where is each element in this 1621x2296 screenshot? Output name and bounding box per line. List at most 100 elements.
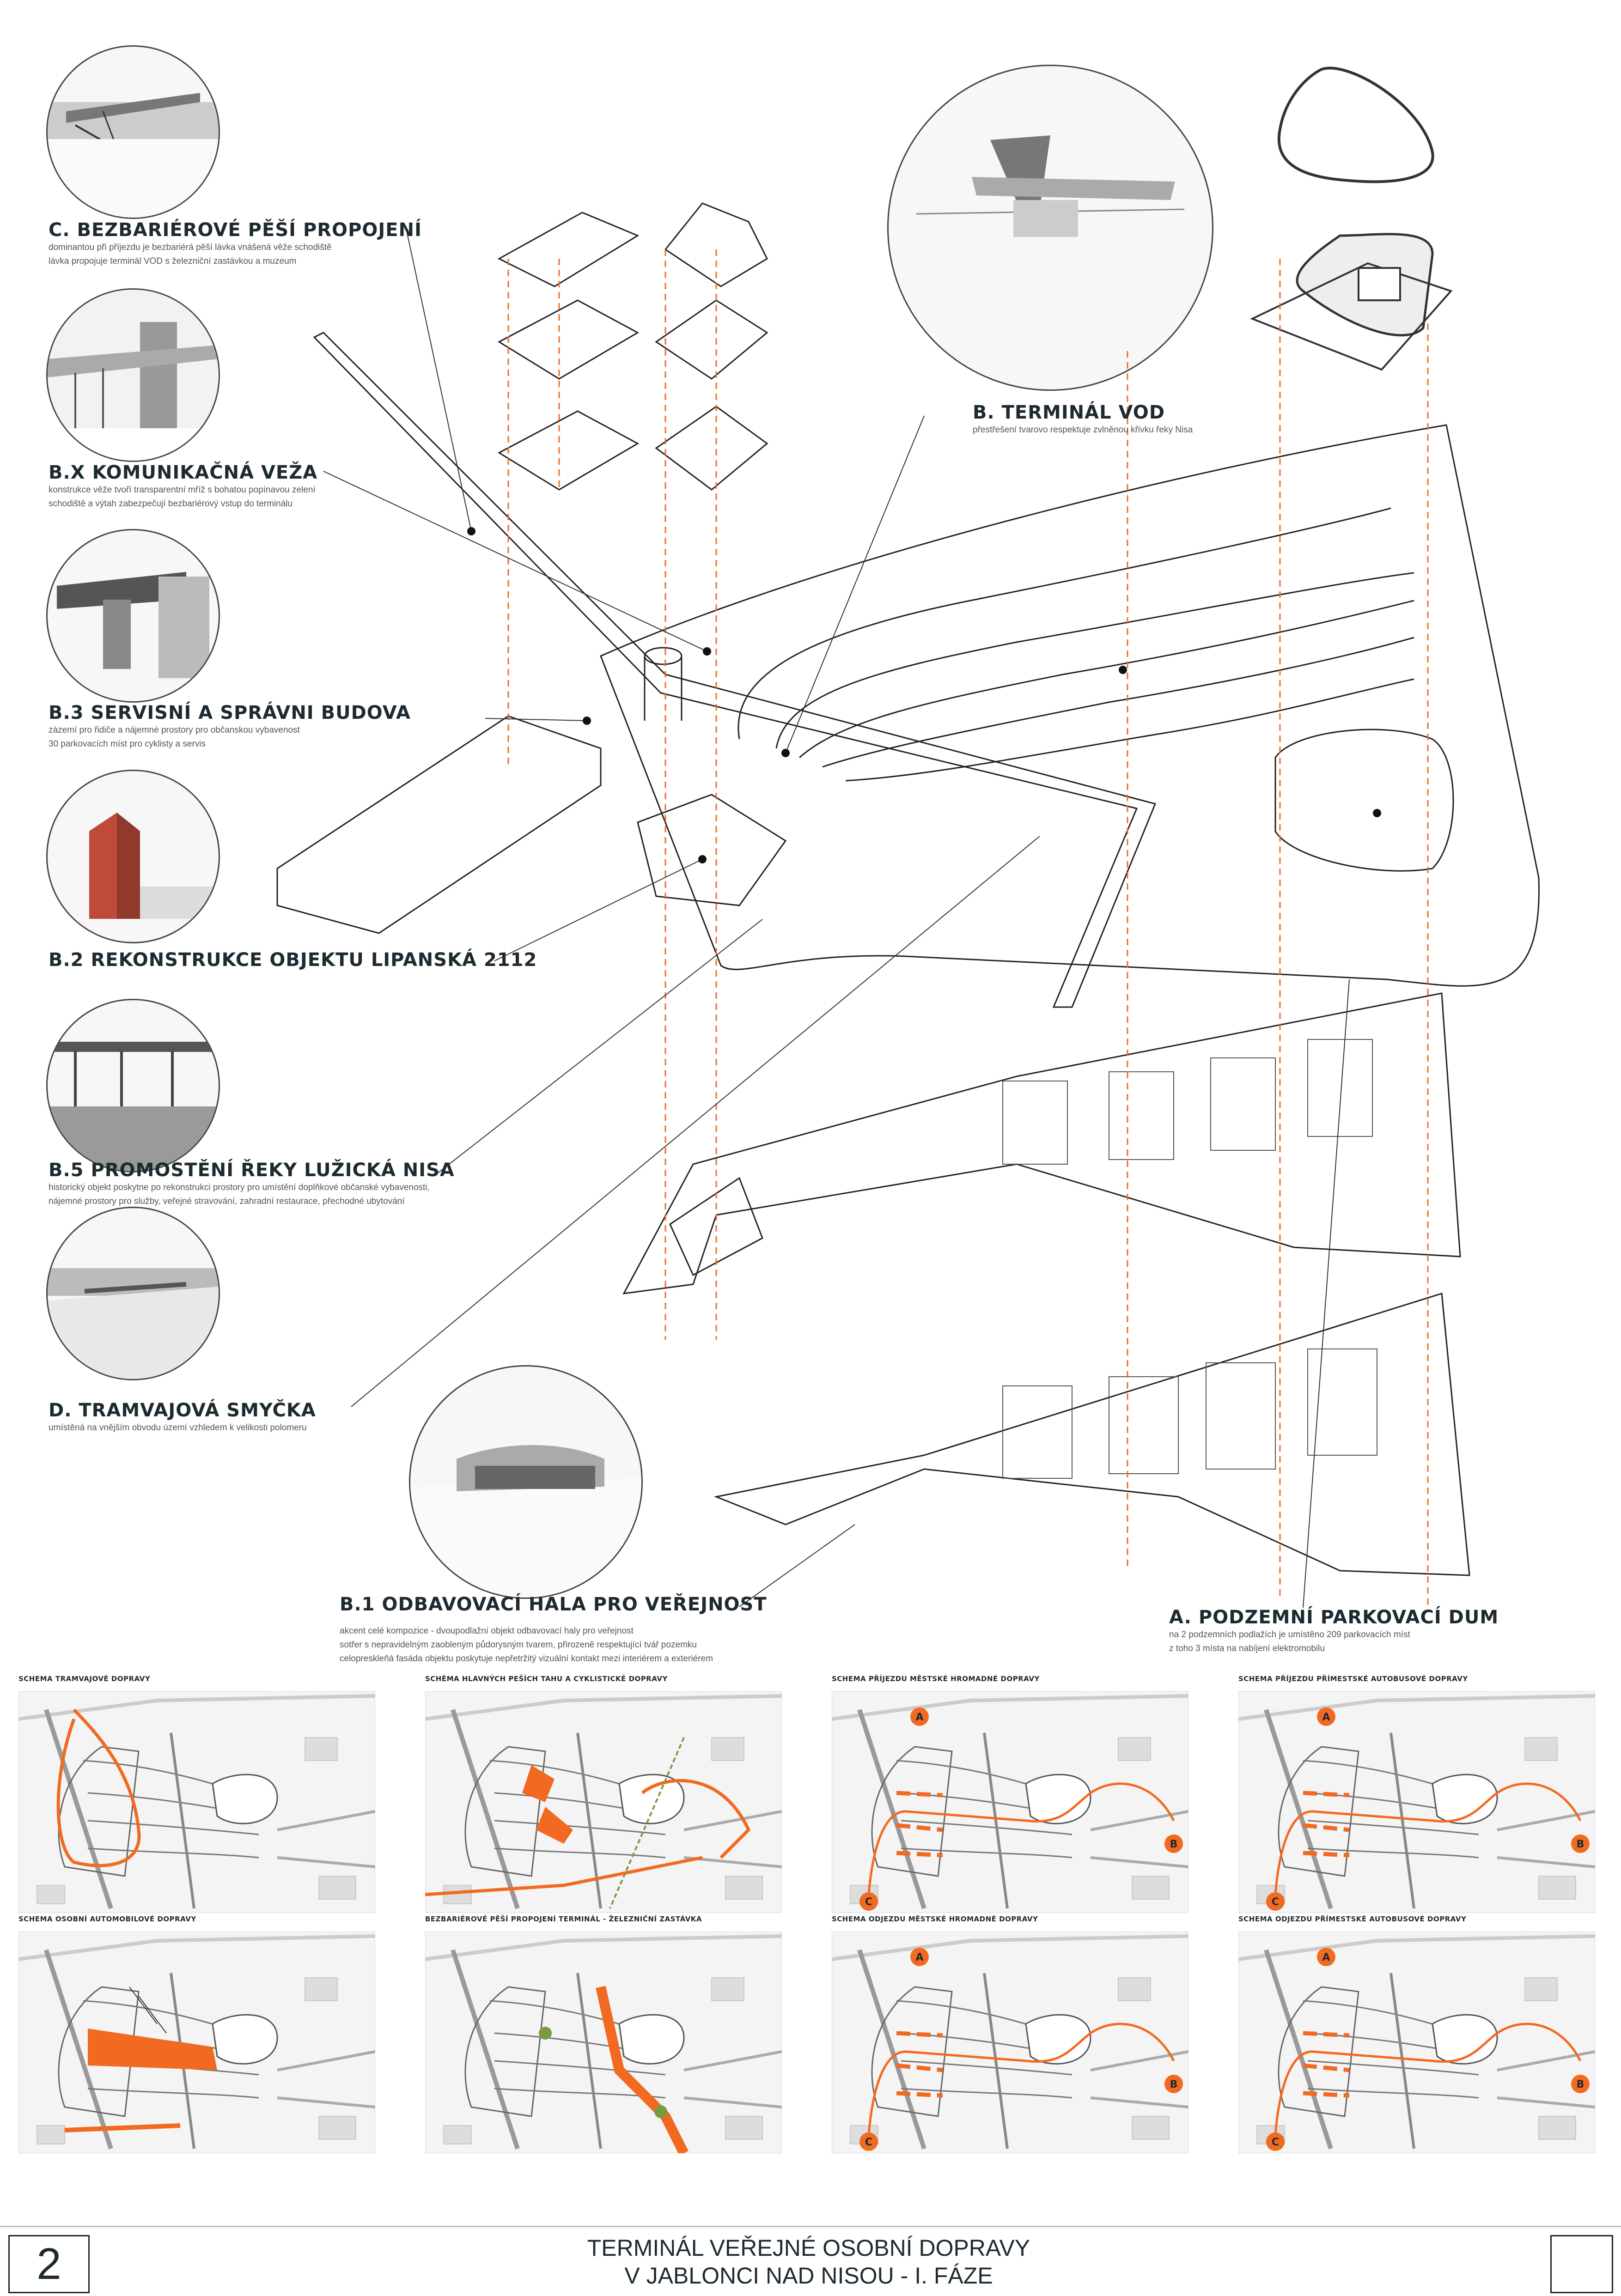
- sheet-title-line2: V JABLONCI NAD NISOU - I. FÁZE: [624, 2263, 993, 2289]
- scheme-title: SCHEMA OSOBNÍ AUTOMOBILOVÉ DOPRAVY: [18, 1915, 196, 1923]
- route-marker: C: [1266, 2132, 1285, 2151]
- scheme-title: SCHÉMA HLAVNÝCH PEŠÍCH TAHU A CYKLISTICK…: [425, 1675, 668, 1683]
- label-bx: B.X KOMUNIKAČNÁ VEŽA konstrukce věže tvo…: [49, 462, 317, 511]
- scheme-map: A B C: [1238, 1691, 1595, 1913]
- label-bx-line: schodiště a výtah zabezpečují bezbariéro…: [49, 499, 293, 509]
- sheet-title-line1: TERMINÁL VEŘEJNÉ OSOBNÍ DOPRAVY: [587, 2235, 1030, 2261]
- label-c-line: lávka propojuje terminál VOD s železničn…: [49, 256, 297, 266]
- scheme-title: SCHEMA TRAMVAJOVÉ DOPRAVY: [18, 1675, 151, 1683]
- parking-level-2: [713, 1293, 1470, 1576]
- route-marker: C: [859, 2132, 878, 2151]
- scheme-map: A B C: [1238, 1932, 1595, 2153]
- route-marker: A: [1317, 1707, 1335, 1726]
- vignette-tram-loop-view: [46, 1207, 220, 1380]
- label-b-title: B. TERMINÁL VOD: [973, 402, 1165, 423]
- label-c-line: dominantou při příjezdu je bezbariérá pě…: [49, 243, 332, 252]
- scheme-panel: SCHEMA ODJEZDU MĚSTSKÉ HROMADNÉ DOPRAVY A…: [832, 1915, 1188, 2155]
- route-marker: A: [1317, 1948, 1335, 1966]
- scheme-title: SCHEMA ODJEZDU MĚSTSKÉ HROMADNÉ DOPRAVY: [832, 1915, 1038, 1923]
- scheme-panel: SCHEMA PŘÍJEZDU PŘÍMESTSKÉ AUTOBUSOVÉ DO…: [1238, 1675, 1595, 1915]
- scheme-panel: SCHEMA TRAMVAJOVÉ DOPRAVY: [18, 1675, 375, 1915]
- scheme-title: SCHEMA ODJEZDU PŘÍMESTSKÉ AUTOBUSOVÉ DOP…: [1238, 1915, 1467, 1923]
- route-marker: B: [1164, 2075, 1183, 2093]
- vignette-river-view: [46, 999, 220, 1172]
- scheme-map: A B C: [832, 1932, 1188, 2153]
- label-b2-title: B.2 REKONSTRUKCE OBJEKTU LIPANSKÁ 2112: [49, 949, 537, 971]
- label-b1: B.1 ODBAVOVACÍ HALA PRO VEŘEJNOST akcent…: [340, 1594, 767, 1666]
- route-marker: B: [1164, 1834, 1183, 1853]
- scheme-map: [425, 1932, 782, 2153]
- label-a: A. PODZEMNÍ PARKOVACÍ DUM na 2 podzemníc…: [1169, 1607, 1499, 1656]
- label-b-line: přestřešení tvarovo respektuje zvlněnou …: [973, 425, 1193, 435]
- label-b5: B.5 PROMOSTĚNÍ ŘEKY LUŽICKÁ NISA histori…: [49, 1160, 455, 1209]
- scheme-title: SCHEMA PŘÍJEZDU PŘÍMESTSKÉ AUTOBUSOVÉ DO…: [1238, 1675, 1468, 1683]
- vignette-hall-view: [409, 1365, 643, 1599]
- label-b1-line: sotřer s nepravidelným zaobleným půdorys…: [340, 1640, 697, 1650]
- svg-text:C: C: [865, 1896, 872, 1908]
- scheme-title: SCHEMA PŘÍJEZDU MĚSTSKÉ HROMADNÉ DOPRAVY: [832, 1675, 1040, 1683]
- svg-text:C: C: [1272, 1896, 1279, 1908]
- label-b: B. TERMINÁL VOD přestřešení tvarovo resp…: [973, 402, 1193, 437]
- label-a-title: A. PODZEMNÍ PARKOVACÍ DUM: [1169, 1607, 1499, 1628]
- route-marker: B: [1571, 2075, 1590, 2093]
- route-marker: C: [1266, 1892, 1285, 1911]
- label-b3-title: B.3 SERVISNÍ A SPRÁVNI BUDOVA: [49, 702, 411, 723]
- route-marker: B: [1571, 1834, 1590, 1853]
- label-b5-line: historický objekt poskytne po rekonstruk…: [49, 1183, 430, 1192]
- scheme-map: [18, 1691, 375, 1913]
- service-building-floor-2: [497, 410, 640, 491]
- label-b2: B.2 REKONSTRUKCE OBJEKTU LIPANSKÁ 2112: [49, 949, 537, 971]
- label-b1-line: akcent celé kompozice - dvoupodlažní obj…: [340, 1626, 634, 1636]
- svg-text:A: A: [1322, 1712, 1330, 1723]
- label-d: D. TRAMVAJOVÁ SMYČKA umístěná na vnějším…: [49, 1400, 316, 1435]
- label-bx-line: konstrukce věže tvoří transparentní mříž…: [49, 485, 316, 495]
- footer: [0, 2226, 1621, 2296]
- axonometric-drawing: [276, 202, 1540, 1608]
- svg-text:C: C: [865, 2137, 872, 2148]
- pedestrian-bridge: [313, 332, 1157, 1008]
- label-b1-line: celopreskleňá fasáda objektu poskytuje n…: [340, 1654, 713, 1664]
- label-b5-title: B.5 PROMOSTĚNÍ ŘEKY LUŽICKÁ NISA: [49, 1160, 455, 1181]
- label-d-title: D. TRAMVAJOVÁ SMYČKA: [49, 1400, 316, 1421]
- vignette-tower-view: [46, 288, 220, 462]
- service-building-floor-1: [497, 299, 640, 380]
- service-building-roof: [497, 212, 640, 287]
- label-d-line: umístěná na vnějším obvodu území vzhlede…: [49, 1423, 307, 1433]
- svg-text:A: A: [915, 1712, 923, 1723]
- label-c-title: C. BEZBARIÉROVÉ PĚŠÍ PROPOJENÍ: [49, 219, 422, 241]
- label-bx-title: B.X KOMUNIKAČNÁ VEŽA: [49, 462, 318, 483]
- route-marker: A: [910, 1948, 929, 1966]
- label-c: C. BEZBARIÉROVÉ PĚŠÍ PROPOJENÍ dominanto…: [49, 219, 422, 268]
- site-outline: [600, 424, 1540, 987]
- lipanska-floor-2: [655, 406, 768, 491]
- vignette-lipanska-view: [46, 770, 220, 943]
- scheme-panel: BEZBARIÉROVÉ PĚŠÍ PROPOJENÍ TERMINÁL - Ž…: [425, 1915, 782, 2155]
- scheme-map: A B C: [832, 1691, 1188, 1913]
- scheme-panel: SCHEMA PŘÍJEZDU MĚSTSKÉ HROMADNÉ DOPRAVY…: [832, 1675, 1188, 1915]
- label-b1-title: B.1 ODBAVOVACÍ HALA PRO VEŘEJNOST: [340, 1594, 767, 1615]
- vignette-service-building-view: [46, 529, 220, 703]
- svg-text:B: B: [1577, 2079, 1584, 2090]
- scheme-map: [18, 1932, 375, 2153]
- lipanska-roof: [664, 202, 768, 287]
- label-b3: B.3 SERVISNÍ A SPRÁVNI BUDOVA zázemí pro…: [49, 702, 411, 751]
- label-a-line: na 2 podzemních podlažích je umístěno 20…: [1169, 1630, 1410, 1640]
- terminal-plan-top: [1229, 51, 1460, 388]
- route-marker: A: [910, 1707, 929, 1726]
- label-b5-line: nájemné prostory pro služby, veřejné str…: [49, 1197, 405, 1206]
- communication-tower: [644, 647, 683, 665]
- svg-text:B: B: [1577, 1839, 1584, 1850]
- svg-text:A: A: [915, 1952, 923, 1963]
- label-b3-line: zázemí pro řidiče a nájemné prostory pro…: [49, 725, 300, 735]
- stamp-box: [1550, 2235, 1613, 2293]
- lipanska-floor-1: [655, 299, 768, 380]
- scheme-panel: SCHEMA ODJEZDU PŘÍMESTSKÉ AUTOBUSOVÉ DOP…: [1238, 1915, 1595, 2155]
- page-number: 2: [8, 2235, 90, 2293]
- svg-text:B: B: [1170, 2079, 1178, 2090]
- label-a-line: z toho 3 místa na nabíjení elektromobilu: [1169, 1644, 1325, 1653]
- sheet-title: TERMINÁL VEŘEJNÉ OSOBNÍ DOPRAVY V JABLON…: [416, 2234, 1201, 2290]
- scheme-panel: SCHÉMA HLAVNÝCH PEŠÍCH TAHU A CYKLISTICK…: [425, 1675, 782, 1915]
- scheme-title: BEZBARIÉROVÉ PĚŠÍ PROPOJENÍ TERMINÁL - Ž…: [425, 1915, 702, 1923]
- label-b3-line: 30 parkovacích míst pro cyklisty a servi…: [49, 739, 206, 749]
- svg-text:C: C: [1272, 2137, 1279, 2148]
